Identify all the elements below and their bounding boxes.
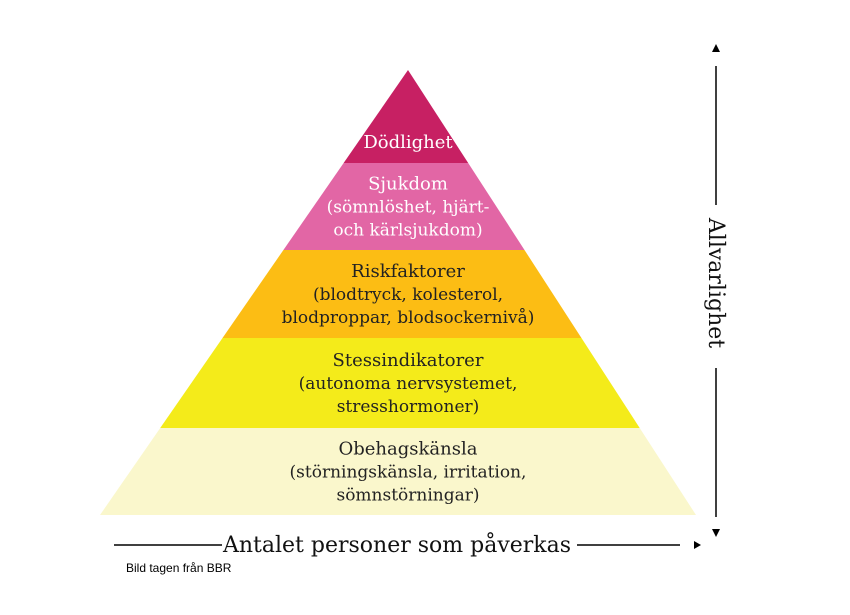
pyramid-band <box>100 428 696 515</box>
pyramid-level: Sjukdom (sömnlöshet, hjärt-och kärlsjukdo… <box>283 163 525 250</box>
level-detail: (autonoma nervsystemet, <box>299 374 518 394</box>
people-label: Antalet personer som påverkas <box>222 531 571 558</box>
pyramid-level: Riskfaktorer (blodtryck, kolesterol, blodp… <box>222 250 582 338</box>
pyramid-level: Stessindikatorer (autonoma nervsystemet, s… <box>160 338 640 428</box>
pyramid-band <box>283 163 525 250</box>
people-axis: Antalet personer som påverkas <box>114 531 701 558</box>
level-detail: (störningskänsla, irritation, <box>290 463 527 483</box>
pyramid-band <box>343 70 469 163</box>
pyramid-band <box>222 250 582 338</box>
level-detail: stresshormoner) <box>337 397 480 417</box>
severity-label: Allvarlighet <box>703 217 728 348</box>
level-detail: blodproppar, blodsockernivå) <box>282 308 535 328</box>
level-title: Sjukdom <box>368 174 448 195</box>
image-credit: Bild tagen från BBR <box>126 561 232 575</box>
level-title: Obehagskänsla <box>339 439 478 460</box>
pyramid-level: Obehagskänsla (störningskänsla, irritatio… <box>100 428 696 515</box>
severity-axis: Allvarlighet <box>703 44 728 537</box>
pyramid-band <box>160 338 640 428</box>
arrow-right-icon <box>694 541 701 549</box>
arrow-up-icon <box>712 44 720 52</box>
level-title: Dödlighet <box>363 132 453 153</box>
level-title: Riskfaktorer <box>351 261 465 282</box>
pyramid-level: Dödlighet <box>343 70 469 163</box>
level-detail: och kärlsjukdom) <box>333 221 482 241</box>
arrow-down-icon <box>712 529 720 537</box>
level-detail: sömnstörningar) <box>336 486 479 506</box>
level-detail: (blodtryck, kolesterol, <box>313 285 503 305</box>
level-detail: (sömnlöshet, hjärt- <box>327 198 490 218</box>
level-title: Stessindikatorer <box>333 350 484 371</box>
